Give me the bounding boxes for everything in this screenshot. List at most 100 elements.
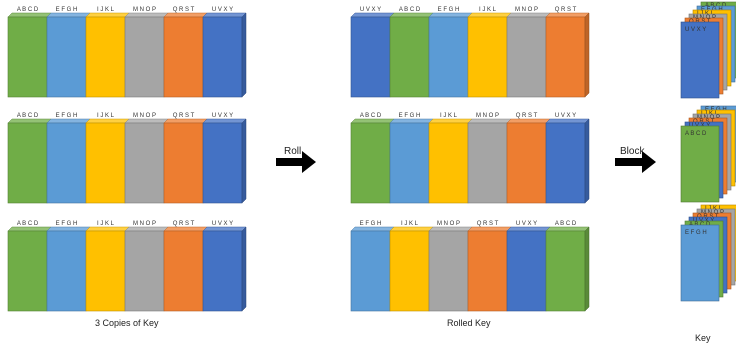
block-front-label: A B C D — [685, 131, 707, 137]
segment-label: M N O P — [133, 221, 156, 227]
key-segment — [389, 16, 430, 98]
segment-label: I J K L — [97, 7, 115, 13]
block-front-face — [680, 224, 720, 302]
segment-label: I J K L — [97, 113, 115, 119]
key-segment — [506, 122, 547, 204]
segment-label: E F G H — [360, 221, 382, 227]
segment-top-face — [85, 12, 130, 18]
copies-caption: 3 Copies of Key — [95, 318, 159, 328]
segment-top-face — [545, 226, 590, 232]
key-blocks: A B C DE F G HI J K LM N O PQ R S TU V X… — [680, 1, 736, 302]
key-segment — [428, 122, 469, 204]
segment-label: M N O P — [437, 221, 460, 227]
key-segment — [545, 230, 586, 312]
segment-label: U V X Y — [555, 113, 576, 119]
roll-arrow-icon — [276, 151, 316, 173]
key-block-stack: A B C DE F G HI J K LM N O PQ R S TU V X… — [680, 1, 736, 99]
block-front-label: E F G H — [685, 230, 707, 236]
segment-top-face — [202, 226, 247, 232]
key-segment — [350, 230, 391, 312]
segment-top-face — [350, 118, 395, 124]
segment-label: A B C D — [360, 113, 382, 119]
segment-top-face — [124, 226, 169, 232]
segment-label: U V X Y — [360, 7, 381, 13]
segment-label: E F G H — [56, 113, 78, 119]
segment-top-face — [202, 12, 247, 18]
segment-label: Q R S T — [477, 221, 499, 227]
key-segment — [545, 16, 586, 98]
key-segment — [506, 16, 547, 98]
segment-label: Q R S T — [173, 113, 195, 119]
segment-top-face — [350, 226, 395, 232]
segment-top-face — [467, 226, 512, 232]
key-segment — [163, 230, 204, 312]
block-front-face — [680, 125, 720, 203]
block-front-face — [680, 21, 720, 99]
segment-top-face — [506, 226, 551, 232]
key-segment — [202, 230, 243, 312]
three-copies-of-key: A B C D E F G H I J K L M N O P Q R S T U V X… — [7, 7, 247, 312]
segment-top-face — [85, 118, 130, 124]
segment-label: A B C D — [17, 7, 39, 13]
segment-top-face — [163, 226, 208, 232]
key-segment — [124, 122, 165, 204]
key-segment — [46, 122, 87, 204]
key-segment — [545, 122, 586, 204]
segment-label: U V X Y — [212, 221, 233, 227]
key-segment — [163, 16, 204, 98]
key-segment — [389, 122, 430, 204]
segment-side-face — [241, 118, 247, 204]
segment-top-face — [46, 226, 91, 232]
key-segment — [350, 122, 391, 204]
block-arrow: Block — [615, 146, 656, 173]
key-segment — [163, 122, 204, 204]
key-segment — [467, 122, 508, 204]
segment-label: E F G H — [399, 113, 421, 119]
segment-top-face — [163, 118, 208, 124]
segment-top-face — [85, 226, 130, 232]
segment-label: Q R S T — [173, 221, 195, 227]
key-segment — [7, 16, 48, 98]
segment-label: M N O P — [133, 7, 156, 13]
segment-top-face — [163, 12, 208, 18]
segment-label: E F G H — [56, 7, 78, 13]
segment-top-face — [428, 118, 473, 124]
segment-top-face — [467, 118, 512, 124]
key-block-stack: E F G HI J K LM N O PQ R S TU V X YA B C… — [680, 105, 736, 203]
key-segment — [124, 16, 165, 98]
key-segment — [467, 16, 508, 98]
segment-top-face — [7, 226, 52, 232]
segment-side-face — [241, 12, 247, 98]
segment-side-face — [241, 226, 247, 312]
segment-top-face — [389, 226, 434, 232]
segment-top-face — [7, 12, 52, 18]
segment-label: Q R S T — [555, 7, 577, 13]
block-arrow-label: Block — [620, 146, 645, 157]
segment-label: I J K L — [440, 113, 458, 119]
segment-label: I J K L — [97, 221, 115, 227]
segment-top-face — [428, 226, 473, 232]
key-segment — [7, 122, 48, 204]
key-segment — [389, 230, 430, 312]
segment-label: I J K L — [479, 7, 497, 13]
key-segment — [7, 230, 48, 312]
segment-label: A B C D — [17, 113, 39, 119]
segment-label: Q R S T — [516, 113, 538, 119]
segment-label: M N O P — [476, 113, 499, 119]
segment-top-face — [506, 12, 551, 18]
segment-top-face — [46, 12, 91, 18]
segment-top-face — [124, 118, 169, 124]
segment-label: A B C D — [17, 221, 39, 227]
key-segment — [85, 16, 126, 98]
segment-top-face — [545, 118, 590, 124]
segment-label: Q R S T — [173, 7, 195, 13]
segment-top-face — [350, 12, 395, 18]
segment-side-face — [584, 12, 590, 98]
segment-side-face — [584, 226, 590, 312]
